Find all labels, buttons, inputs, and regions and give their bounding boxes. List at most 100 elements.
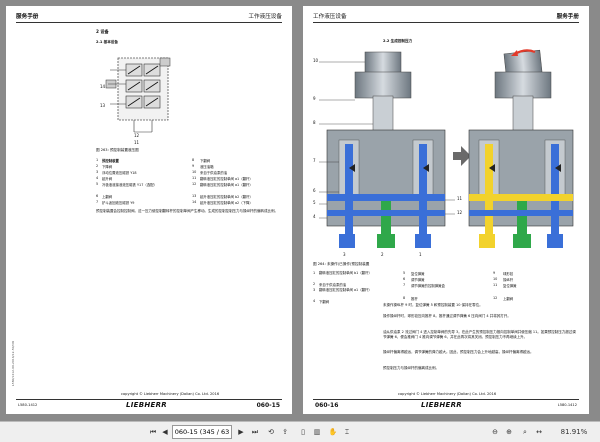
legend-text: 复位弹簧 <box>503 284 517 288</box>
legend-num: 12 <box>493 296 498 300</box>
legend-num: 13 <box>192 194 197 198</box>
callout-1: 1 <box>419 252 422 257</box>
section-title: 2 设备 <box>96 29 109 34</box>
legend-num: 3 <box>313 288 316 292</box>
liebherr-logo: LIEBHERR <box>126 401 168 409</box>
pilot-control-schematic <box>105 57 171 133</box>
valve-actuated <box>468 49 574 248</box>
fit-width-icon[interactable]: ↔ <box>536 428 542 436</box>
legend-text: 翻转液压缸的控制单阀 a1（翻杆） <box>200 177 253 181</box>
header-divider <box>313 22 579 23</box>
liebherr-logo: LIEBHERR <box>421 401 463 409</box>
legend-text: 来自于供油泵的油 <box>200 171 228 175</box>
previous-page-button[interactable]: ◀ <box>162 428 168 436</box>
legend-num: 4 <box>96 176 99 180</box>
callout-13: 13 <box>100 103 106 108</box>
legend-num: 1 <box>313 271 316 275</box>
legend-num: 11 <box>493 283 498 287</box>
legend-num: 2 <box>96 164 99 168</box>
paragraph-3: 油从供油泵 2 流过阀门 4 进入控制单阀的先导 3。在此产生的预控制压力推向控… <box>383 330 576 339</box>
side-document-code: L580/1412-00-2016/12-50/CN <box>11 341 15 386</box>
page-number: 060-16 <box>315 402 339 409</box>
section-title: 2.2 生成控制压力 <box>383 39 413 43</box>
right-page: 工作液压设备 服务手册 2.2 生成控制压力 <box>303 6 589 414</box>
legend-text: 推杆 <box>411 297 418 301</box>
footer-divider <box>313 399 579 400</box>
header-left-section: 工作液压设备 <box>248 14 282 20</box>
search-icon[interactable]: ⌕ <box>523 428 527 436</box>
legend-text: 翻转液压缸的控制单阀 a1（翻杆） <box>200 183 253 187</box>
valve-unactuated <box>326 51 446 248</box>
legend-num: 1 <box>96 158 99 162</box>
legend-text: 上翻阀 <box>503 297 514 301</box>
left-page: 服务手册 工作液压设备 2 设备 2.1 基本设备 14 13 12 11 图 … <box>6 6 292 414</box>
legend-text: 上翻阀 <box>102 195 113 199</box>
legend-num: 9 <box>493 271 496 275</box>
paragraph-1: 未操作操纵杆 9 时，复位弹簧 5 和预控制装置 10 保持在零位。 <box>383 303 483 307</box>
hand-tool-icon[interactable]: ✋ <box>328 428 338 436</box>
legend-text: 起升液压缸的控制单阀 b2（翻杆） <box>200 195 253 199</box>
callout-12: 12 <box>134 133 140 138</box>
callout-14: 14 <box>100 84 106 89</box>
callout-2: 2 <box>381 252 384 257</box>
legend-text: 起升阀 <box>102 177 113 181</box>
callout-11: 11 <box>457 196 463 201</box>
last-page-button[interactable]: ⏭ <box>251 428 259 436</box>
legend-num: 8 <box>403 296 406 300</box>
paragraph-2: 操作操纵杆时，球形铰压向推杆 8。推杆通过调节弹簧 6 压向阀门 4 并将其打开… <box>383 314 511 318</box>
rotate-icon[interactable]: ⟲ <box>268 428 274 436</box>
legend-text: 液压油箱 <box>200 165 214 169</box>
pilot-valve-illustration <box>319 49 574 248</box>
footer-code: L580-1412 <box>557 403 577 407</box>
figure-caption: 图 263: 预控制装置液压图 <box>96 148 139 152</box>
legend-text: 来自于供油泵的油 <box>319 283 347 287</box>
fit-page-icon[interactable]: ▯ <box>301 428 305 436</box>
legend-text: 浮动位置液压磁铁 Y18 <box>102 171 137 175</box>
header-right-section: 工作液压设备 <box>313 14 347 20</box>
legend-text: 操纵杆 <box>503 278 514 282</box>
callout-9: 9 <box>313 96 316 101</box>
zoom-in-icon[interactable]: ⊕ <box>506 428 512 436</box>
figure-caption: 图 264: 未操作(已操作)预控制装置 <box>313 262 370 266</box>
legend-text: 球形铰 <box>503 272 514 276</box>
export-icon[interactable]: ⇪ <box>282 428 288 436</box>
footer-copyright: copyright © Liebherr Machinery (Dalian) … <box>121 392 220 396</box>
legend-text: 调节弹簧的控制弹簧盒 <box>411 284 445 288</box>
callout-4: 4 <box>313 214 316 219</box>
two-page-icon[interactable]: ▥ <box>313 428 321 436</box>
select-text-icon[interactable]: ⌶ <box>344 428 350 436</box>
legend-text: 预控制装置 <box>102 159 119 163</box>
callout-3: 3 <box>343 252 346 257</box>
header-left-title: 服务手册 <box>16 14 39 20</box>
legend-text: 调节弹簧 <box>411 278 425 282</box>
legend-text: 铲斗返回液压磁铁 Y9 <box>102 201 135 205</box>
legend-text: 翻转液压缸的控制单阀 a1（翻杆） <box>319 288 372 292</box>
page-number-input[interactable]: 060-15 (345 / 63 <box>172 425 232 439</box>
legend-text: 下降阀 <box>102 165 113 169</box>
legend-text: 下翻阀 <box>319 300 330 304</box>
callout-10: 10 <box>313 58 319 63</box>
first-page-button[interactable]: ⏮ <box>149 428 157 436</box>
page-number: 060-15 <box>256 402 280 409</box>
legend-num: 10 <box>493 277 498 281</box>
callout-11: 11 <box>134 140 140 145</box>
legend-num: 3 <box>96 170 99 174</box>
next-page-button[interactable]: ▶ <box>238 428 244 436</box>
legend-num: 7 <box>403 283 406 287</box>
zoom-level[interactable]: 81.91% <box>560 428 588 436</box>
footer-copyright: copyright © Liebherr Machinery (Dalian) … <box>398 392 497 396</box>
zoom-out-icon[interactable]: ⊖ <box>492 428 498 436</box>
legend-num: 9 <box>192 164 195 168</box>
legend-num: 11 <box>192 176 197 180</box>
legend-num: 6 <box>96 194 99 198</box>
legend-num: 7 <box>96 200 99 204</box>
subsection-title: 2.1 基本设备 <box>96 40 118 44</box>
legend-text: 下翻阀 <box>200 159 211 163</box>
legend-num: 5 <box>96 182 99 186</box>
viewer-toolbar: ⏮ ◀ 060-15 (345 / 63 ▶ ⏭ ⟲ ⇪ ▯ ▥ ✋ ⌶ ⊖ ⊕… <box>0 421 600 442</box>
legend-num: 8 <box>192 158 195 162</box>
legend-text: 冷极液液接液液压磁铁 Y17（选配） <box>102 183 157 187</box>
legend-num: 4 <box>313 299 316 303</box>
legend-num: 2 <box>313 282 316 286</box>
callout-7: 7 <box>313 158 316 163</box>
